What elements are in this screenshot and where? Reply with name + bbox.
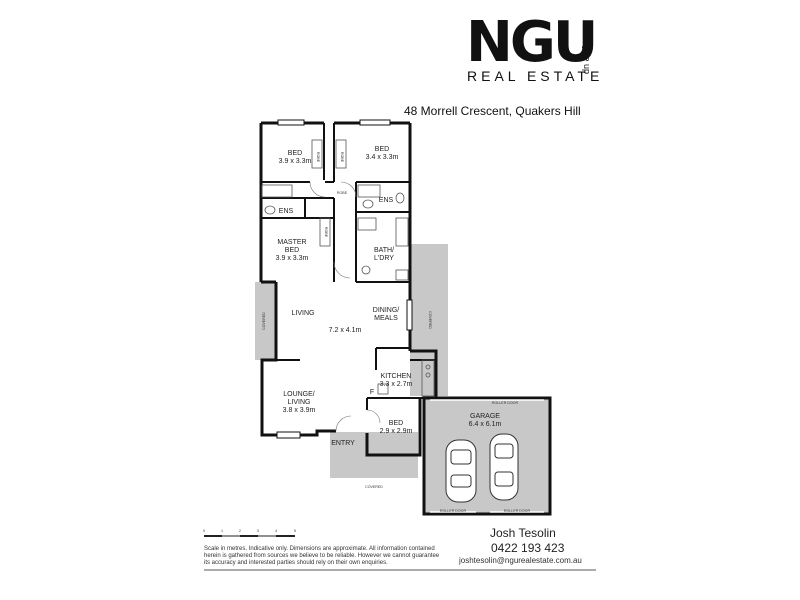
- covered-label-west: COVERED: [262, 312, 266, 330]
- dims-kitchen: 3.3 x 2.7m: [380, 381, 413, 388]
- outer-walls: [259, 121, 438, 457]
- scale-bar: 0 1 2 3 4 5: [203, 529, 296, 537]
- dims-garage: 6.4 x 6.1m: [469, 421, 502, 428]
- scale-tick: 1: [221, 529, 223, 533]
- label-master-2: BED: [285, 247, 299, 254]
- label-bed2: BED: [375, 146, 389, 153]
- dims-living: 7.2 x 4.1m: [329, 327, 362, 334]
- label-fridge: F: [370, 389, 374, 396]
- label-bath-1: BATH/: [374, 247, 394, 254]
- dims-bed1: 3.9 x 3.3m: [279, 158, 312, 165]
- label-dining-2: MEALS: [374, 315, 398, 322]
- label-ens1: ENS: [279, 208, 294, 215]
- robe-label-4: ROBE: [324, 227, 328, 238]
- scale-tick: 0: [203, 529, 205, 533]
- property-address: 48 Morrell Crescent, Quakers Hill: [404, 104, 581, 118]
- garage-area: [422, 396, 552, 516]
- windows: [276, 119, 413, 439]
- door-swings: [309, 181, 381, 432]
- disclaimer-text: Scale in metres. Indicative only. Dimens…: [204, 546, 440, 566]
- car-icons: [445, 433, 519, 503]
- scale-tick: 3: [257, 529, 259, 533]
- label-kitchen: KITCHEN: [381, 373, 412, 380]
- robe-label-1: ROBE: [316, 152, 320, 163]
- roller-door-bottom-2: ROLLER DOOR: [504, 509, 531, 513]
- covered-label-entry: COVERED: [365, 485, 383, 489]
- label-living: LIVING: [292, 310, 315, 317]
- label-ens2: ENS: [379, 197, 394, 204]
- covered-area-kitchen: [410, 356, 448, 396]
- dims-bed3: 2.9 x 2.9m: [380, 428, 413, 435]
- covered-area-west: [255, 282, 277, 360]
- brand-tagline: never give up: [582, 20, 592, 75]
- roller-door-top: ROLLER DOOR: [492, 401, 519, 405]
- label-entry: ENTRY: [331, 440, 355, 447]
- agent-name: Josh Tesolin: [490, 526, 556, 540]
- fixtures: [261, 139, 435, 397]
- dims-master: 3.9 x 3.3m: [276, 255, 309, 262]
- label-bed1: BED: [288, 150, 302, 157]
- label-lounge-2: LIVING: [288, 399, 311, 406]
- label-dining-1: DINING/: [373, 307, 400, 314]
- scale-tick: 2: [239, 529, 241, 533]
- label-bath-2: L'DRY: [374, 255, 394, 262]
- scale-tick: 4: [275, 529, 277, 533]
- robe-label-3: ROBE: [337, 191, 348, 195]
- room-labels: BED 3.9 x 3.3m BED 3.4 x 3.3m ENS ENS MA…: [276, 146, 502, 447]
- scale-tick: 5: [294, 529, 296, 533]
- dims-lounge: 3.8 x 3.9m: [283, 407, 316, 414]
- covered-area-east: [410, 244, 448, 356]
- agent-email[interactable]: joshtesolin@ngurealestate.com.au: [459, 556, 582, 565]
- label-bed3: BED: [389, 420, 403, 427]
- label-master-1: MASTER: [277, 239, 306, 246]
- brand-subtitle: REAL ESTATE: [467, 68, 604, 84]
- robe-label-2: ROBE: [340, 152, 344, 163]
- label-lounge-1: LOUNGE/: [283, 391, 315, 398]
- brand-logo: NGU: [466, 10, 598, 75]
- dims-bed2: 3.4 x 3.3m: [366, 154, 399, 161]
- agent-phone: 0422 193 423: [491, 541, 565, 555]
- small-annotations: ROBE ROBE ROBE ROBE COVERED COVERED COVE…: [262, 152, 530, 513]
- label-garage: GARAGE: [470, 413, 500, 420]
- covered-label-east: COVERED: [428, 311, 432, 329]
- roller-door-bottom-1: ROLLER DOOR: [440, 509, 467, 513]
